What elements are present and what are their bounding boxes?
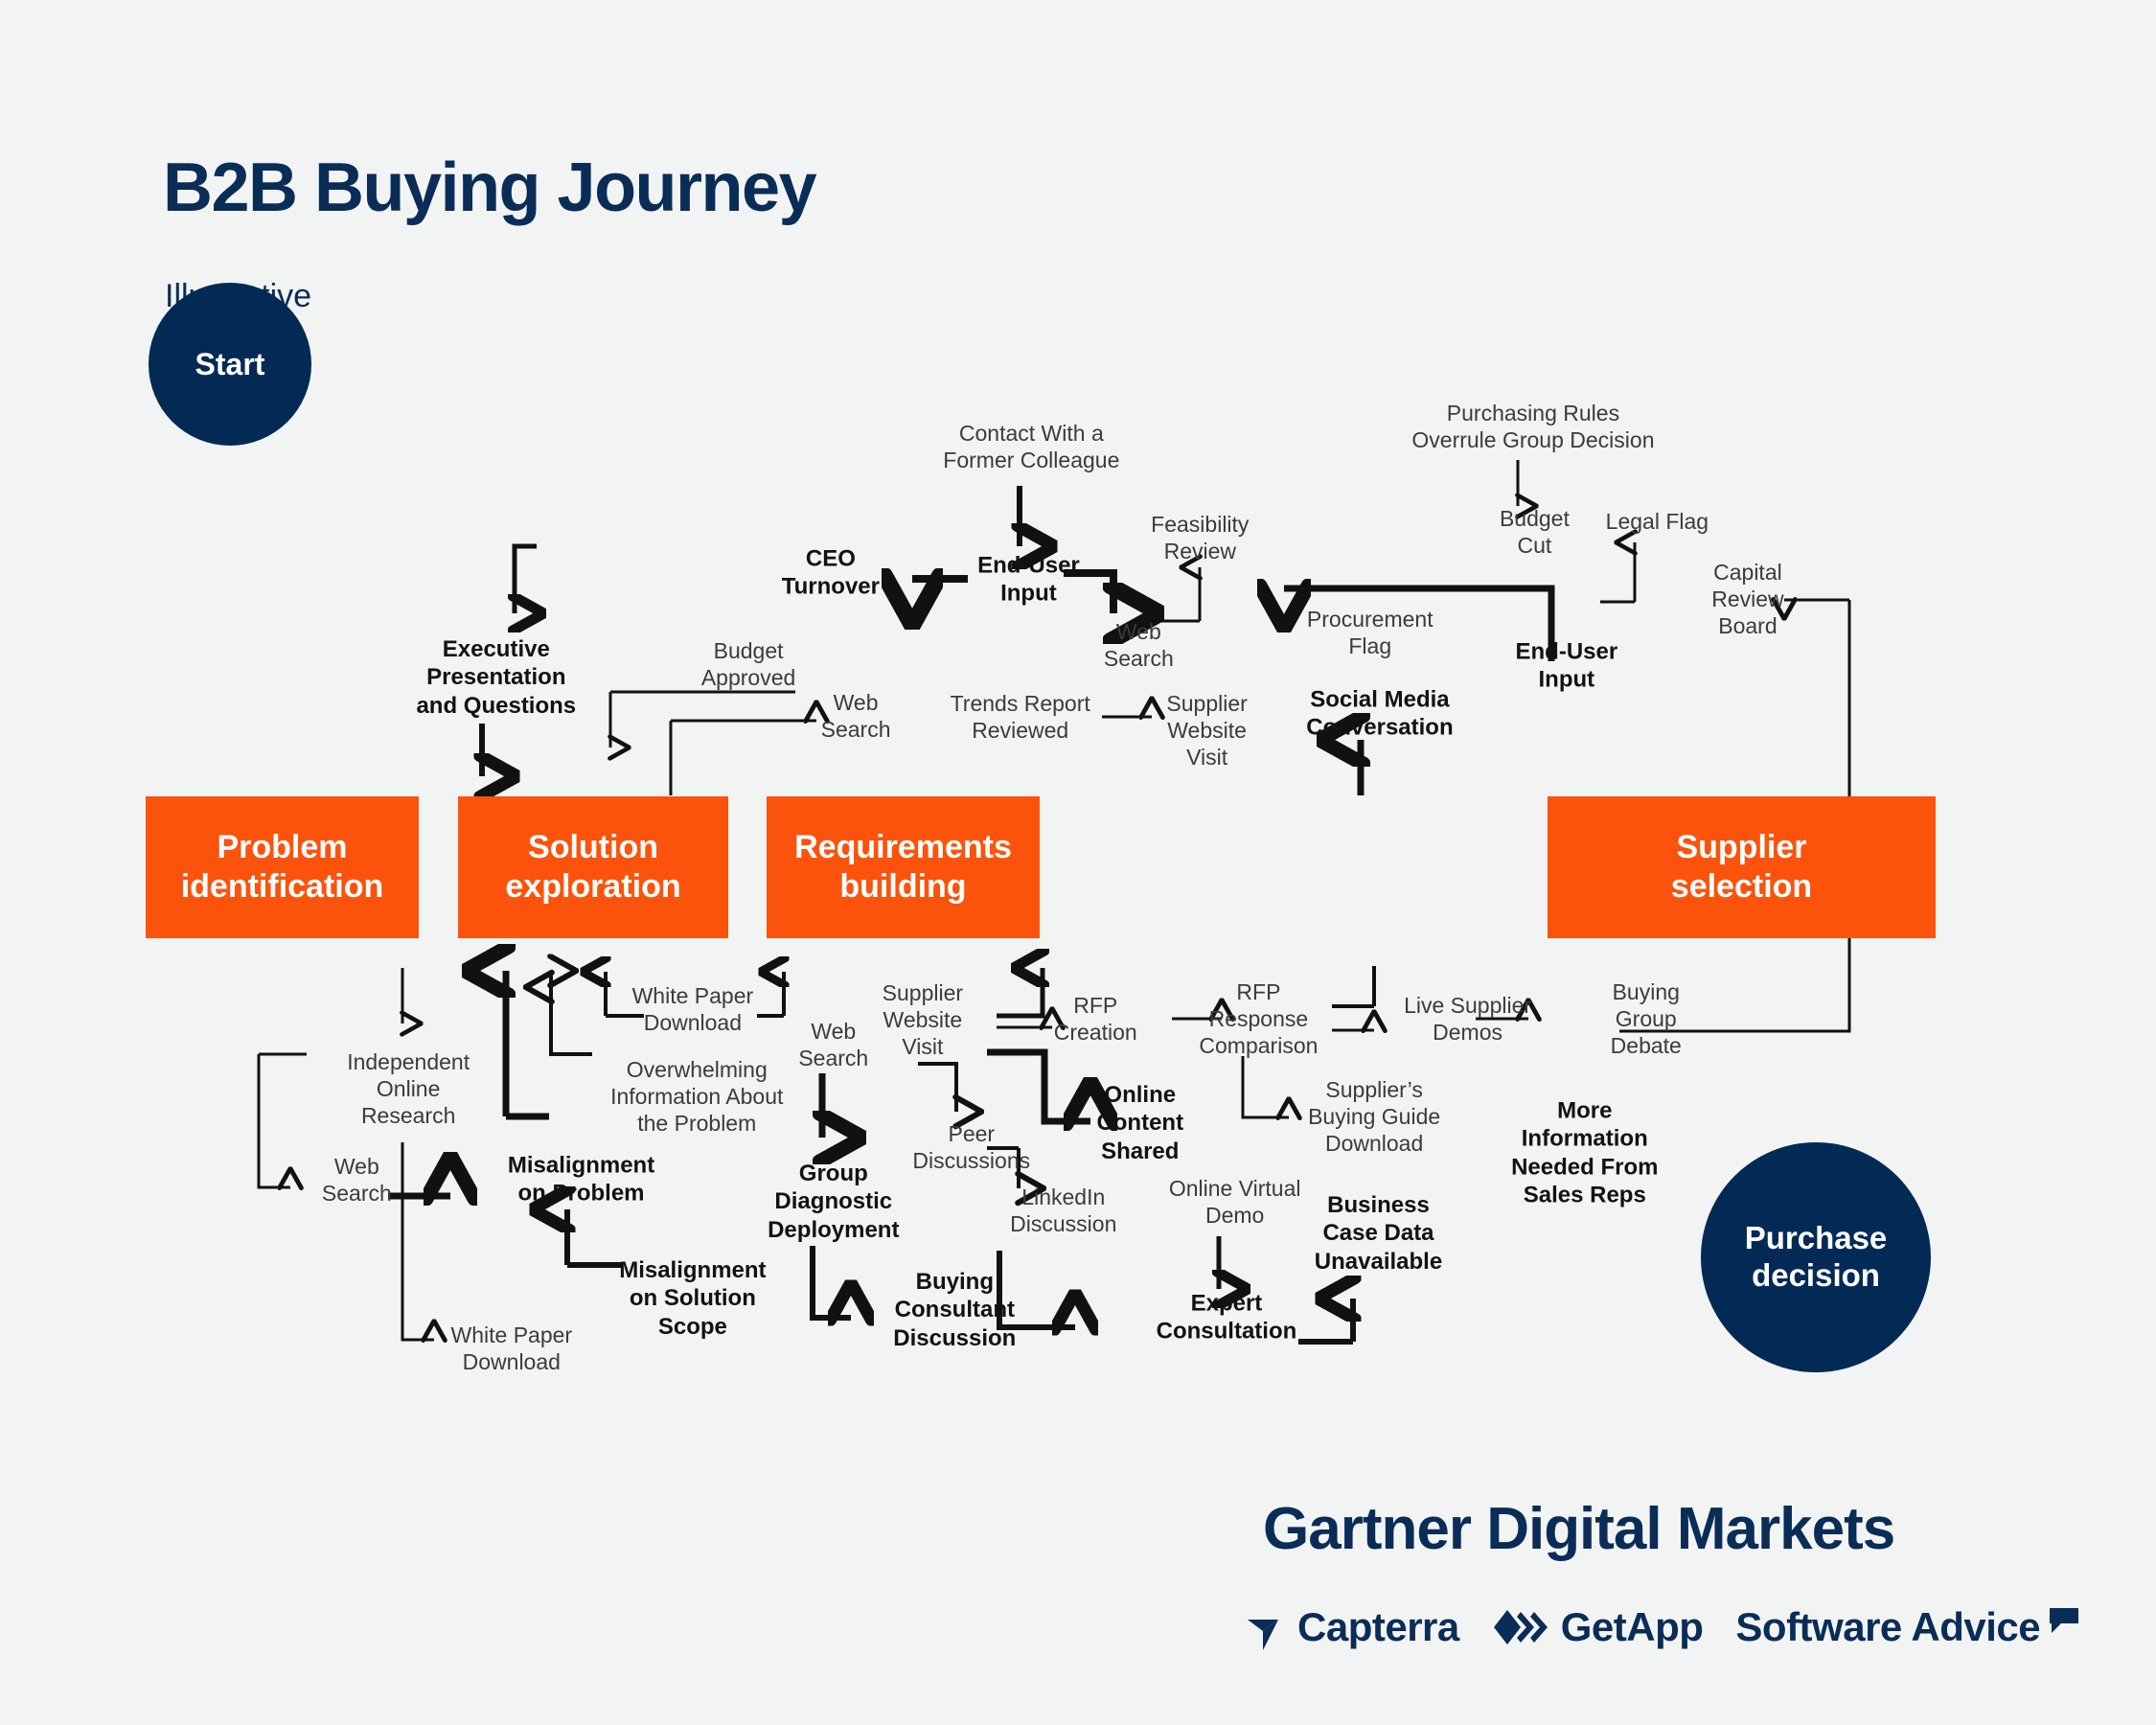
- gartner-digital-markets-wordmark: Gartner Digital Markets: [1263, 1496, 1895, 1562]
- node-supplier-website-visit-top: Supplier Website Visit: [1166, 690, 1248, 770]
- node-rfp-response-comparison: RFP Response Comparison: [1199, 978, 1319, 1059]
- node-expert-consultation: Expert Consultation: [1156, 1290, 1297, 1345]
- node-budget-cut: Budget Cut: [1499, 505, 1570, 558]
- node-capital-review-board: Capital Review Board: [1711, 559, 1784, 639]
- capterra-logo: Capterra: [1246, 1602, 1459, 1652]
- stage-solution-exploration: Solution exploration: [458, 796, 728, 938]
- node-suppliers-buying-guide-download: Supplier’s Buying Guide Download: [1308, 1076, 1441, 1157]
- node-independent-online-research: Independent Online Research: [347, 1048, 470, 1129]
- stage-problem-identification: Problem identification: [146, 796, 419, 938]
- node-budget-approved: Budget Approved: [700, 637, 796, 690]
- node-misalignment-on-problem: Misalignment on Problem: [507, 1152, 655, 1207]
- node-business-case-data-unavailable: Business Case Data Unavailable: [1314, 1192, 1443, 1275]
- node-more-information-needed: More Information Needed From Sales Reps: [1511, 1097, 1659, 1208]
- capterra-label: Capterra: [1297, 1604, 1459, 1649]
- brand-logo-row: Capterra GetApp Software Advice: [1246, 1602, 2080, 1652]
- node-buying-consultant-discussion: Buying Consultant Discussion: [893, 1269, 1017, 1351]
- node-buying-group-debate: Buying Group Debate: [1610, 978, 1682, 1059]
- node-supplier-website-visit-bottom: Supplier Website Visit: [882, 979, 964, 1060]
- getapp-logo: GetApp: [1492, 1604, 1704, 1650]
- node-live-supplier-demos: Live Supplier Demos: [1404, 992, 1532, 1045]
- node-linkedin-discussion: LinkedIn Discussion: [1010, 1184, 1117, 1236]
- node-web-search-bottom-1: Web Search: [321, 1153, 392, 1206]
- node-white-paper-download-bottom: White Paper Download: [450, 1322, 573, 1374]
- node-white-paper-download-top: White Paper Download: [631, 982, 754, 1035]
- software-advice-label: Software Advice: [1735, 1604, 2041, 1649]
- node-group-diagnostic-deployment: Group Diagnostic Deployment: [768, 1161, 900, 1243]
- page-title: B2B Buying Journey: [163, 150, 817, 226]
- node-end-user-input-top: End-User Input: [977, 552, 1080, 607]
- node-purchasing-rules: Purchasing Rules Overrule Group Decision: [1411, 400, 1655, 452]
- node-online-content-shared: Online Content Shared: [1096, 1082, 1184, 1164]
- software-advice-logo: Software Advice: [1735, 1604, 2080, 1650]
- node-peer-discussions: Peer Discussions: [912, 1120, 1031, 1173]
- node-web-search-top-2: Web Search: [1103, 618, 1174, 671]
- node-online-virtual-demo: Online Virtual Demo: [1168, 1175, 1301, 1228]
- node-procurement-flag: Procurement Flag: [1306, 606, 1434, 658]
- node-misalignment-on-solution-scope: Misalignment on Solution Scope: [619, 1257, 767, 1340]
- node-rfp-creation: RFP Creation: [1053, 992, 1137, 1045]
- getapp-icon: [1492, 1608, 1551, 1646]
- node-web-search-bottom-2: Web Search: [798, 1018, 869, 1070]
- node-social-media-conversation: Social Media Conversation: [1306, 686, 1454, 741]
- start-node: Start: [149, 283, 311, 446]
- node-feasibility-review: Feasibility Review: [1151, 511, 1250, 564]
- software-advice-icon: [2048, 1606, 2080, 1635]
- node-executive-presentation: Executive Presentation and Questions: [416, 636, 577, 719]
- node-end-user-input-right: End-User Input: [1515, 638, 1618, 693]
- node-ceo-turnover: CEO Turnover: [781, 545, 880, 600]
- stage-requirements-building: Requirements building: [767, 796, 1040, 938]
- purchase-decision-node: Purchase decision: [1701, 1142, 1931, 1372]
- getapp-label: GetApp: [1560, 1604, 1704, 1649]
- node-trends-report-reviewed: Trends Report Reviewed: [950, 690, 1090, 743]
- stage-supplier-selection: Supplier selection: [1548, 796, 1936, 938]
- node-contact-former-colleague: Contact With a Former Colleague: [943, 420, 1120, 472]
- node-web-search-top-1: Web Search: [820, 689, 891, 742]
- node-overwhelming-information: Overwhelming Information About the Probl…: [610, 1056, 784, 1137]
- node-legal-flag: Legal Flag: [1605, 508, 1709, 534]
- capterra-icon: [1246, 1602, 1288, 1652]
